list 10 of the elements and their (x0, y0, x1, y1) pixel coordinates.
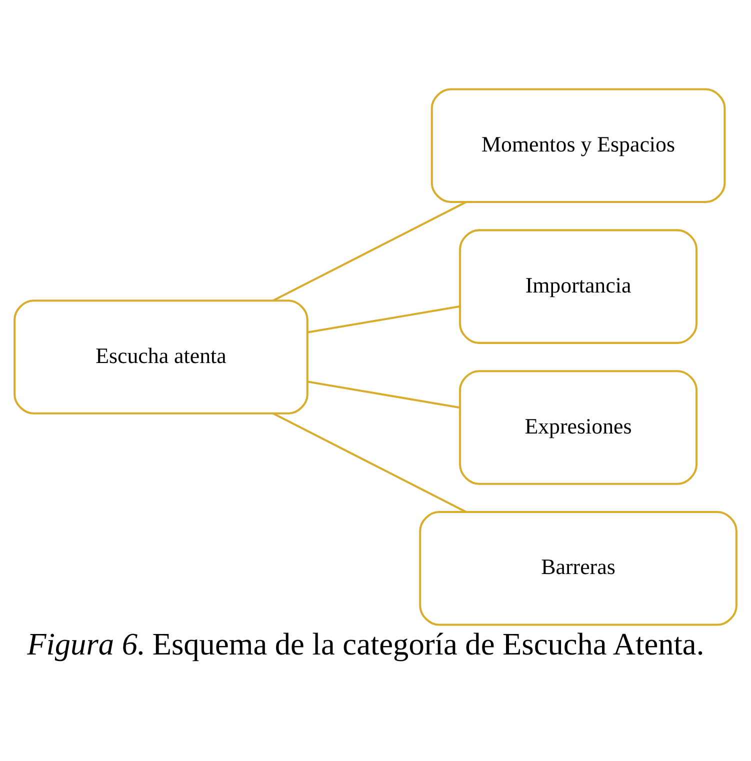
node-box: Momentos y Espacios (430, 88, 726, 204)
node-box: Expresiones (459, 370, 698, 485)
node-box: Escucha atenta (14, 300, 308, 414)
connector (307, 380, 460, 409)
caption: Figura 6. Esquema de la categoría de Escucha Atenta. (27, 626, 704, 662)
connector (307, 305, 460, 334)
connector (272, 412, 466, 513)
node-box: Barreras (419, 511, 738, 626)
connector (272, 201, 466, 302)
node-box: Importancia (459, 229, 698, 344)
